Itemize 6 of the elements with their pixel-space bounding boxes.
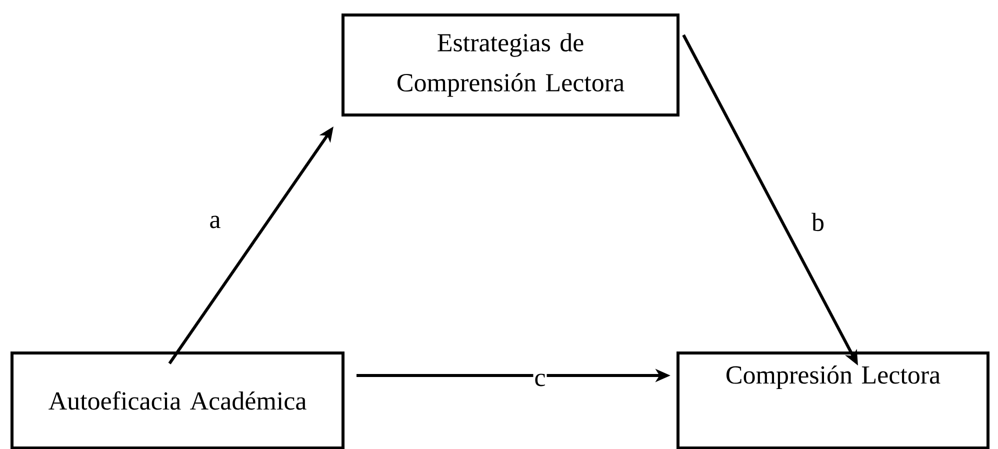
variable-box: Estrategias de Comprensión Lectora bbox=[342, 14, 680, 116]
edge-label: b bbox=[810, 212, 826, 232]
edge-label: a bbox=[208, 214, 222, 230]
variable-box: Autoeficacia Académica bbox=[10, 352, 344, 449]
edge-label: c bbox=[533, 372, 547, 388]
variable-box: Compresión Lectora bbox=[676, 352, 990, 449]
